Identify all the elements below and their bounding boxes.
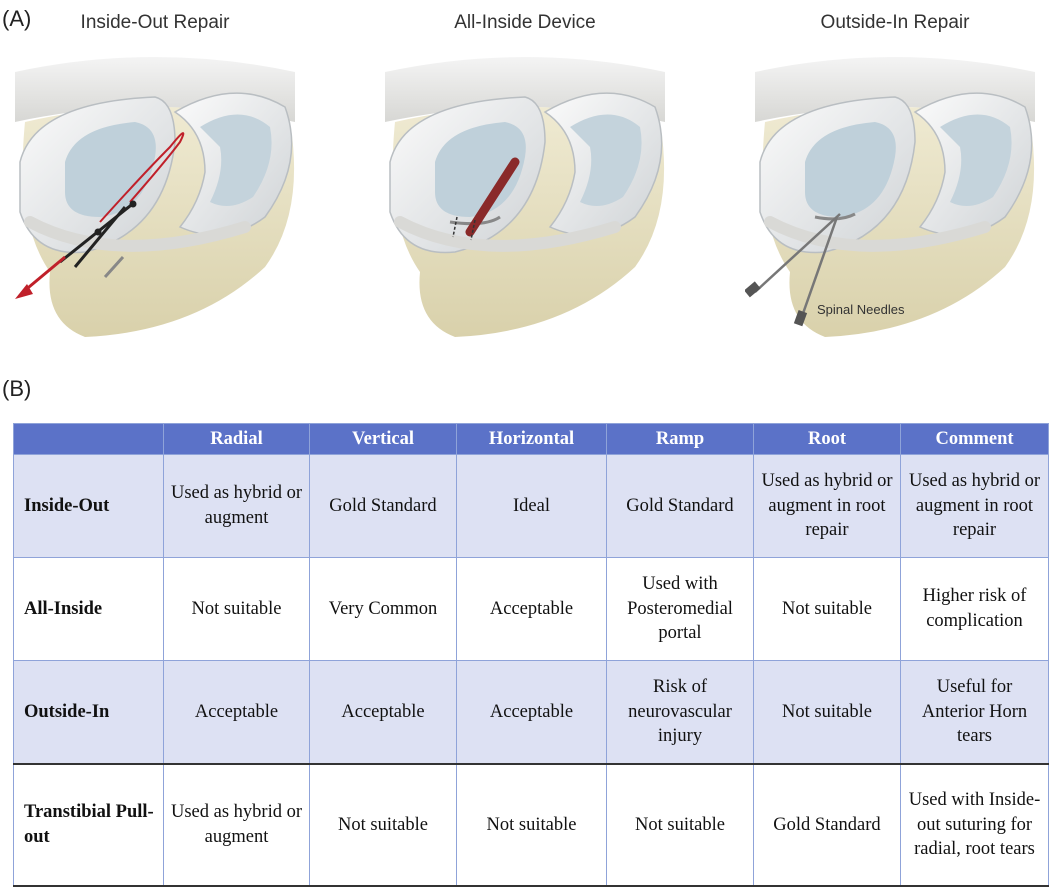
row-label: Transtibial Pull-out bbox=[13, 763, 164, 887]
illustration-caption: Inside-Out Repair bbox=[80, 12, 230, 33]
header-cell-root: Root bbox=[753, 423, 901, 455]
all-inside-knee-drawing bbox=[375, 52, 675, 352]
table-cell: Higher risk of complication bbox=[900, 557, 1049, 661]
header-cell-comment: Comment bbox=[900, 423, 1049, 455]
header-cell-vertical: Vertical bbox=[309, 423, 457, 455]
table-cell: Used as hybrid or augment bbox=[163, 763, 310, 887]
table-cell: Used as hybrid or augment in root repair bbox=[900, 454, 1049, 558]
table-header-row: Radial Vertical Horizontal Ramp Root Com… bbox=[13, 423, 1049, 455]
illustration-caption: Outside-In Repair bbox=[820, 12, 970, 33]
illustration-all-inside: All-Inside Device bbox=[375, 0, 675, 350]
table-cell: Not suitable bbox=[753, 557, 901, 661]
table-row-all-inside: All-Inside Not suitable Very Common Acce… bbox=[13, 557, 1049, 661]
illustration-inside-out: Inside-Out Repair bbox=[5, 0, 305, 350]
table-cell: Not suitable bbox=[606, 763, 754, 887]
table-row-outside-in: Outside-In Acceptable Acceptable Accepta… bbox=[13, 660, 1049, 765]
table-cell: Used with Inside-out suturing for radial… bbox=[900, 763, 1049, 887]
row-label: Outside-In bbox=[13, 660, 164, 765]
table-row-transtibial-pull-out: Transtibial Pull-out Used as hybrid or a… bbox=[13, 763, 1049, 887]
header-cell-ramp: Ramp bbox=[606, 423, 754, 455]
table-cell: Gold Standard bbox=[309, 454, 457, 558]
inside-out-knee-drawing bbox=[5, 52, 305, 352]
header-cell-radial: Radial bbox=[163, 423, 310, 455]
spinal-needles-label: Spinal Needles bbox=[817, 302, 905, 317]
repair-technique-table: Radial Vertical Horizontal Ramp Root Com… bbox=[13, 423, 1049, 887]
table-cell: Acceptable bbox=[309, 660, 457, 765]
panel-label-b: (B) bbox=[2, 376, 32, 401]
panel-label-a: (A) bbox=[2, 6, 32, 31]
table-row-inside-out: Inside-Out Used as hybrid or augment Gol… bbox=[13, 454, 1049, 558]
table-cell: Not suitable bbox=[163, 557, 310, 661]
table-cell: Acceptable bbox=[456, 660, 607, 765]
table-cell: Gold Standard bbox=[606, 454, 754, 558]
table-cell: Used as hybrid or augment in root repair bbox=[753, 454, 901, 558]
table-cell: Used with Posteromedial portal bbox=[606, 557, 754, 661]
table-cell: Very Common bbox=[309, 557, 457, 661]
header-cell-empty bbox=[13, 423, 164, 455]
table-cell: Not suitable bbox=[309, 763, 457, 887]
table-cell: Risk of neurovascular injury bbox=[606, 660, 754, 765]
header-cell-horizontal: Horizontal bbox=[456, 423, 607, 455]
table-cell: Not suitable bbox=[753, 660, 901, 765]
outside-in-knee-drawing bbox=[745, 52, 1045, 352]
table-cell: Not suitable bbox=[456, 763, 607, 887]
table-cell: Used as hybrid or augment bbox=[163, 454, 310, 558]
table-cell: Gold Standard bbox=[753, 763, 901, 887]
illustration-outside-in: Outside-In Repair Spinal Needles bbox=[745, 0, 1045, 350]
table-cell: Ideal bbox=[456, 454, 607, 558]
table-cell: Acceptable bbox=[163, 660, 310, 765]
illustration-caption: All-Inside Device bbox=[454, 12, 596, 33]
table-cell: Acceptable bbox=[456, 557, 607, 661]
row-label: Inside-Out bbox=[13, 454, 164, 558]
table-cell: Useful for Anterior Horn tears bbox=[900, 660, 1049, 765]
row-label: All-Inside bbox=[13, 557, 164, 661]
